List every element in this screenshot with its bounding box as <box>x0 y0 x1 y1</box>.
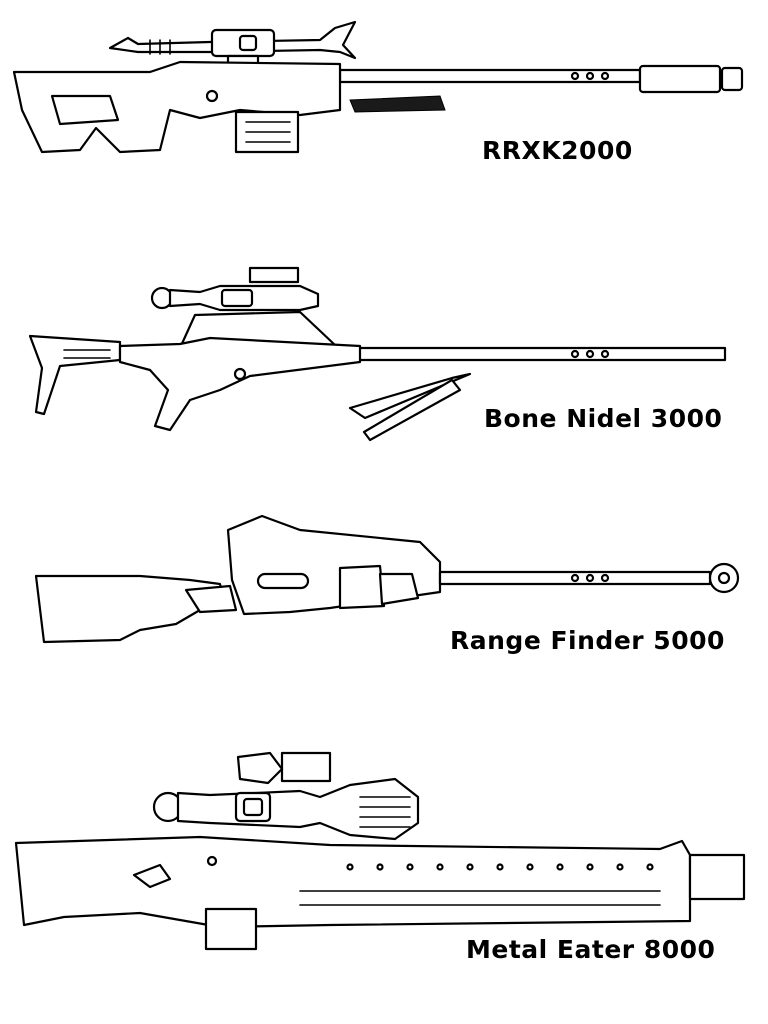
rifle-with-bipod-illustration <box>28 266 727 442</box>
weapon-name-label: RRXK2000 <box>482 136 633 165</box>
heavy-rifle-illustration <box>14 751 746 951</box>
long-barrel-rifle-illustration <box>34 514 740 644</box>
weapon-name-label: Metal Eater 8000 <box>466 935 716 964</box>
weapon-card-rrxk2000: RRXK2000 <box>0 0 768 200</box>
sniper-rifle-illustration <box>12 20 744 154</box>
weapon-card-range-finder-5000: Range Finder 5000 <box>0 500 768 680</box>
weapon-name-label: Bone Nidel 3000 <box>484 404 723 433</box>
weapon-name-label: Range Finder 5000 <box>450 626 725 655</box>
weapon-card-bone-nidel-3000: Bone Nidel 3000 <box>0 250 768 450</box>
rail-holes <box>346 863 654 871</box>
weapon-card-metal-eater-8000: Metal Eater 8000 <box>0 745 768 1015</box>
